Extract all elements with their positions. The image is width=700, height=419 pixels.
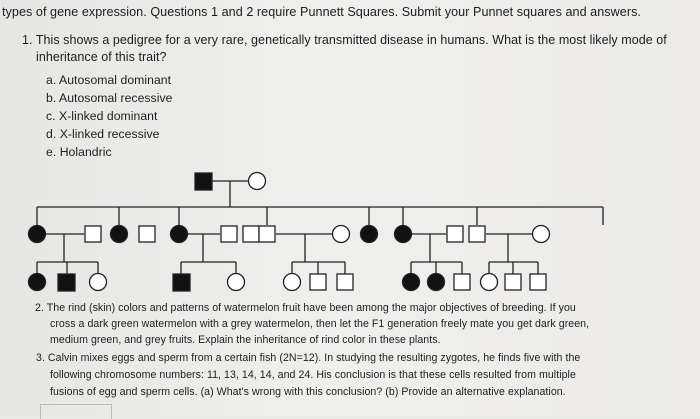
gen3-unaffected-male-4 <box>336 273 354 291</box>
gen2-unaffected-male-4 <box>468 225 486 243</box>
gen3-unaffected-male-5 <box>453 273 471 291</box>
question-1-line-2: inheritance of this trait? <box>36 50 167 64</box>
gen2-affected-female-1 <box>27 224 47 244</box>
option-b: b. Autosomal recessive <box>46 91 173 105</box>
gen2-affected-female-2 <box>109 224 129 244</box>
answer-box[interactable] <box>40 404 112 419</box>
gen3-unaffected-female-2 <box>226 272 246 292</box>
gen2-spouse-female-5 <box>531 224 551 244</box>
gen2-affected-female-5 <box>393 224 413 244</box>
pedigree-chart <box>27 171 604 292</box>
gen3-unaffected-male-3 <box>309 273 327 291</box>
question-3-line-2: following chromosome numbers: 11, 13, 14… <box>50 369 576 381</box>
gen3-unaffected-female-6 <box>479 272 499 292</box>
question-3-line-3: fusions of egg and sperm cells. (a) What… <box>50 386 566 398</box>
gen2-affected-female-4 <box>359 224 379 244</box>
gen2-spouse-male-1 <box>84 225 102 243</box>
gen3-affected-female-4 <box>401 272 421 292</box>
question-2-line-3: medium green, and grey fruits. Explain t… <box>50 334 441 346</box>
gen3-unaffected-female-3 <box>282 272 302 292</box>
question-2-line-2: cross a dark green watermelon with a gre… <box>50 318 590 330</box>
gen3-unaffected-male-7 <box>529 273 547 291</box>
generation-2 <box>27 206 604 262</box>
gen3-unaffected-female-1 <box>88 272 108 292</box>
instructions-header: types of gene expression. Questions 1 an… <box>2 5 641 19</box>
option-e: e. Holandric <box>46 145 112 159</box>
generation-3 <box>27 261 547 292</box>
gen2-spouse-female-3 <box>331 224 351 244</box>
gen2-affected-female-3 <box>169 224 189 244</box>
gen1-affected-male <box>194 172 213 191</box>
generation-1 <box>194 171 267 207</box>
gen3-affected-male-2 <box>172 273 191 292</box>
gen3-affected-female-5 <box>426 272 446 292</box>
gen2-unaffected-male-1 <box>138 225 156 243</box>
gen2-unaffected-male-3 <box>258 225 276 243</box>
gen3-affected-female-1 <box>27 272 47 292</box>
option-c: c. X-linked dominant <box>46 109 158 123</box>
gen1-unaffected-female <box>247 171 267 191</box>
gen2-spouse-male-2 <box>220 225 238 243</box>
gen2-unaffected-male-2 <box>242 225 260 243</box>
gen2-spouse-male-4 <box>446 225 464 243</box>
gen3-unaffected-male-6 <box>504 273 522 291</box>
question-3-line-1: 3. Calvin mixes eggs and sperm from a ce… <box>36 352 581 364</box>
question-1-line-1: 1. This shows a pedigree for a very rare… <box>22 33 667 47</box>
option-d: d. X-linked recessive <box>46 127 160 141</box>
gen3-affected-male-1 <box>57 273 76 292</box>
question-2-line-1: 2. The rind (skin) colors and patterns o… <box>35 302 576 314</box>
option-a: a. Autosomal dominant <box>46 73 172 87</box>
